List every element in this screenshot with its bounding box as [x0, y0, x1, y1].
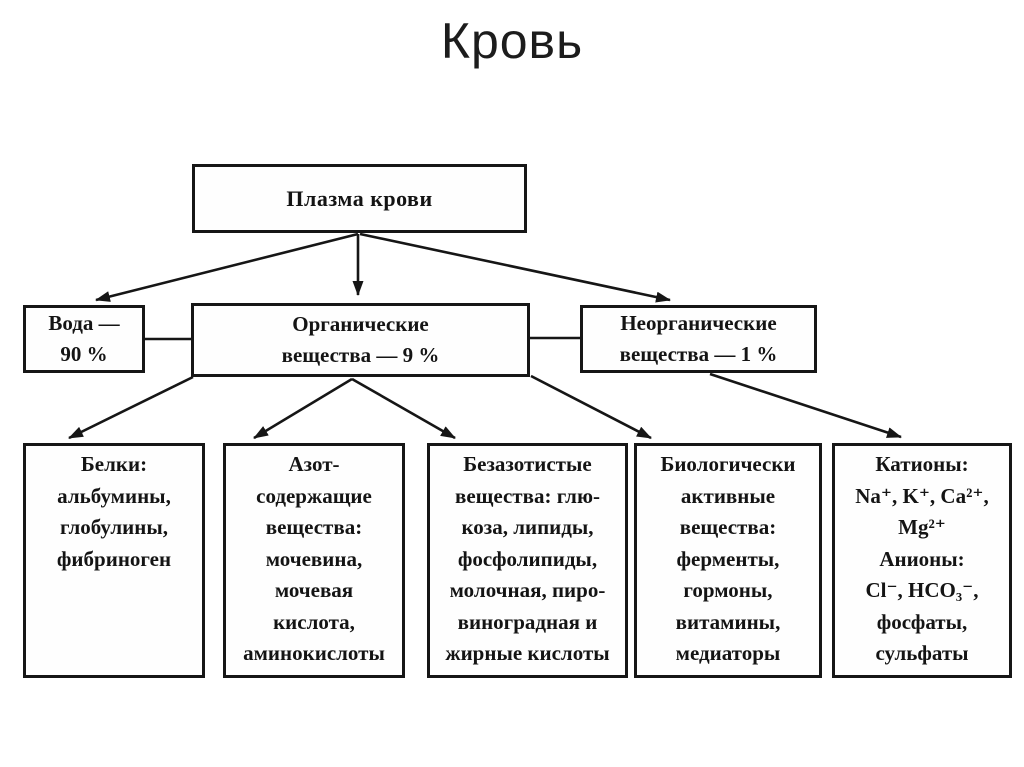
node-plasma: Плазма крови — [192, 164, 527, 233]
arrow-organic-to-bioactive — [530, 374, 652, 440]
node-bioactive: Биологически активные вещества: ферменты… — [634, 443, 822, 678]
node-ions-label: Катионы: Na⁺, K⁺, Ca²⁺, Mg²⁺ Анионы: Cl⁻… — [855, 452, 989, 665]
node-water: Вода — 90 % — [23, 305, 145, 373]
node-nitrogenous: Азот- содержащие вещества: мочевина, моч… — [223, 443, 405, 678]
page-title: Кровь — [440, 13, 584, 69]
arrow-plasma-to-water — [95, 232, 359, 302]
node-ions: Катионы: Na⁺, K⁺, Ca²⁺, Mg²⁺ Анионы: Cl⁻… — [832, 443, 1012, 678]
node-inorganic: Неорганические вещества — 1 % — [580, 305, 817, 373]
node-proteins: Белки: альбумины, глобулины, фибриноген — [23, 443, 205, 678]
node-non-nitrogenous: Безазотистые вещества: глю- коза, липиды… — [427, 443, 628, 678]
node-organic-label: Органические вещества — 9 % — [281, 312, 440, 367]
node-inorganic-label: Неорганические вещества — 1 % — [619, 311, 778, 366]
arrow-plasma-to-inorganic — [359, 232, 671, 303]
node-proteins-label: Белки: альбумины, глобулины, фибриноген — [56, 452, 172, 571]
node-water-label: Вода — 90 % — [48, 311, 120, 366]
node-non-nitrogenous-label: Безазотистые вещества: глю- коза, липиды… — [445, 452, 610, 665]
node-organic: Органические вещества — 9 % — [191, 303, 530, 377]
node-plasma-label: Плазма крови — [286, 185, 433, 211]
arrow-organic-to-nonnitro — [351, 377, 456, 440]
arrow-organic-to-nitrogenous — [253, 377, 353, 440]
node-nitrogenous-label: Азот- содержащие вещества: мочевина, моч… — [243, 452, 385, 665]
arrow-organic-to-proteins — [68, 375, 194, 440]
arrow-inorganic-to-ions — [709, 372, 902, 439]
node-bioactive-label: Биологически активные вещества: ферменты… — [660, 452, 796, 665]
